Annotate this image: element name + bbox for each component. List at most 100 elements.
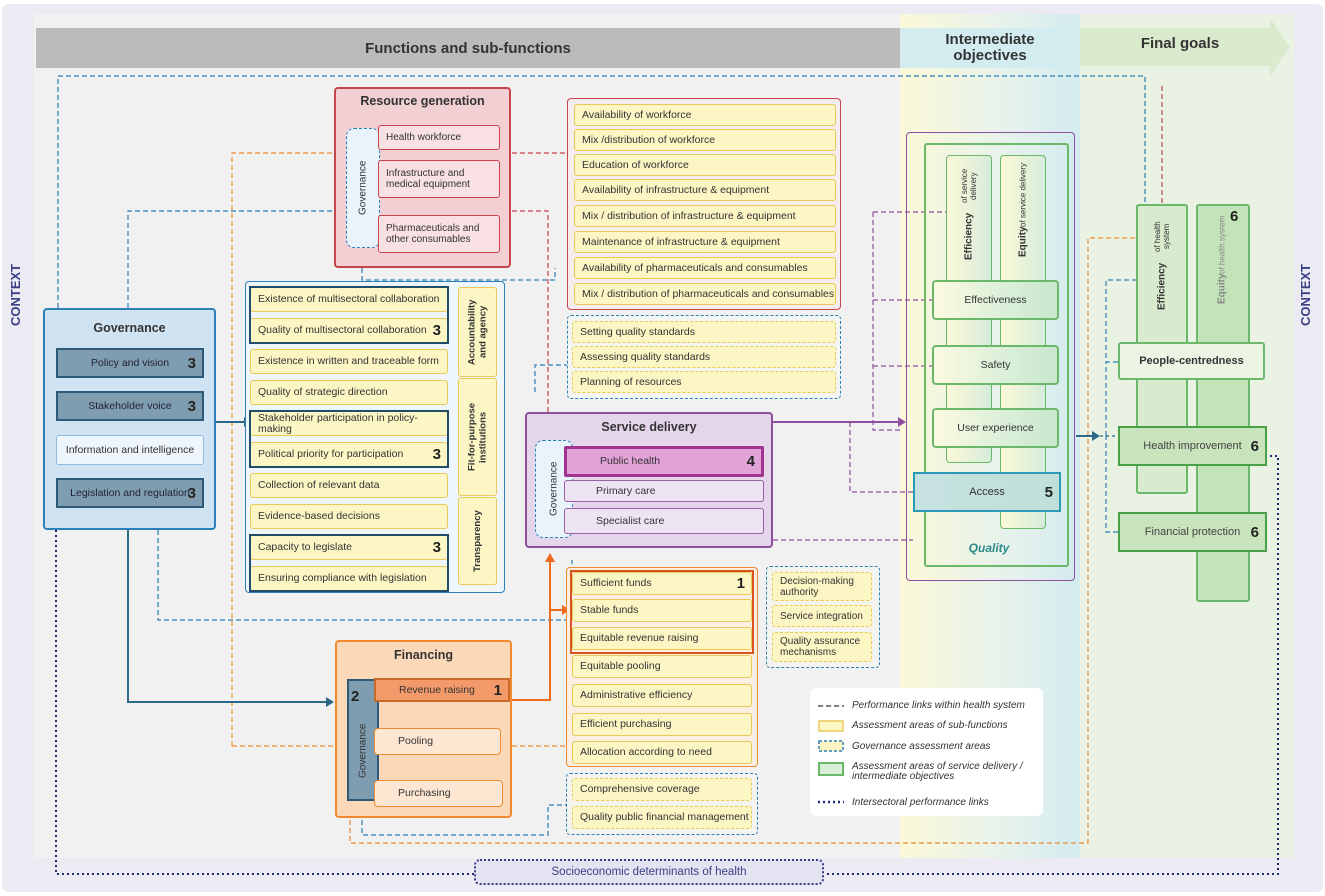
transparency-label: Transparency: [472, 510, 483, 572]
resource-area-item[interactable]: Availability of pharmaceuticals and cons…: [574, 257, 836, 279]
gov-area-label: Stakeholder participation in policy-maki…: [258, 411, 418, 435]
service-gov-area-item[interactable]: Decision-making authority: [772, 572, 872, 601]
gov-policy-vision[interactable]: Policy and vision 3: [56, 348, 204, 378]
equity-service-column: [1000, 155, 1046, 529]
legend-performance-links: Performance links within health system: [852, 700, 1025, 711]
financing-gov-area-item[interactable]: Comprehensive coverage: [572, 778, 752, 801]
resource-area-label: Availability of pharmaceuticals and cons…: [582, 261, 808, 274]
health-improvement-num: 6: [1250, 437, 1259, 455]
service-title: Service delivery: [601, 420, 697, 434]
financing-area-item[interactable]: Efficient purchasing: [572, 713, 752, 736]
intermediate-access[interactable]: Access 5: [913, 472, 1061, 512]
gov-area-label: Quality of strategic direction: [258, 386, 388, 398]
resource-area-item[interactable]: Maintenance of infrastructure & equipmen…: [574, 231, 836, 253]
gov-group-outline: [249, 534, 449, 592]
final-people-centredness[interactable]: People-centredness: [1118, 342, 1265, 380]
resource-area-label: Maintenance of infrastructure & equipmen…: [582, 235, 780, 248]
gov-group-outline: [249, 286, 449, 344]
transparency-box[interactable]: [458, 497, 497, 585]
service-gov-area-label: Service integration: [780, 610, 863, 622]
financing-area-item[interactable]: Equitable revenue raising: [572, 627, 752, 650]
intermediate-item-label: User experience: [957, 422, 1034, 434]
service-gov-area-item[interactable]: Service integration: [772, 605, 872, 627]
gov-information-intelligence-label: Information and intelligence: [65, 443, 195, 456]
equity-service-title: Equity: [1017, 226, 1029, 258]
gov-area-item[interactable]: Collection of relevant data: [250, 473, 448, 498]
financing-area-item[interactable]: Stable funds: [572, 599, 752, 622]
resource-area-item[interactable]: Mix / distribution of infrastructure & e…: [574, 205, 836, 227]
resource-health-workforce[interactable]: Health workforce: [378, 125, 500, 150]
legend-service-delivery-areas: Assessment areas of service delivery / i…: [852, 761, 1023, 782]
socioeconomic-label: Socioeconomic determinants of health: [551, 866, 747, 878]
financing-area-label: Equitable revenue raising: [580, 632, 699, 644]
resource-area-label: Mix / distribution of pharmaceuticals an…: [582, 287, 835, 300]
financing-area-label: Administrative efficiency: [580, 689, 693, 701]
resource-infrastructure[interactable]: Infrastructure and medical equipment: [378, 160, 500, 198]
efficiency-service-label: Efficiency of service delivery: [950, 160, 988, 260]
service-gov-area-label: Decision-making authority: [780, 575, 854, 598]
financing-purchasing[interactable]: Purchasing: [374, 780, 503, 807]
fit-for-purpose-box[interactable]: [458, 378, 497, 496]
financing-area-item[interactable]: Allocation according to need: [572, 741, 752, 764]
quality-label: Quality: [968, 541, 1010, 555]
resource-gov-area-item[interactable]: Planning of resources: [572, 371, 836, 393]
service-gov-area-item[interactable]: Quality assurance mechanisms: [772, 632, 872, 662]
fit-for-purpose-label: Fit-for-purpose institutions: [466, 402, 489, 472]
gov-information-intelligence[interactable]: Information and intelligence: [56, 435, 204, 465]
resource-area-item[interactable]: Education of workforce: [574, 154, 836, 176]
equity-system-title: Equity: [1216, 273, 1228, 305]
final-financial-protection[interactable]: Financial protection 6: [1118, 512, 1267, 552]
health-improvement-label: Health improvement: [1143, 440, 1242, 452]
gov-legislation-regulation[interactable]: Legislation and regulation 3: [56, 478, 204, 508]
service-specialist-care[interactable]: Specialist care: [564, 508, 764, 534]
header-final-arrow: [1080, 18, 1290, 76]
financing-gov-area-item[interactable]: Quality public financial management: [572, 806, 752, 829]
intermediate-safety[interactable]: Safety: [932, 345, 1059, 385]
final-health-improvement[interactable]: Health improvement 6: [1118, 426, 1267, 466]
resource-area-item[interactable]: Mix / distribution of pharmaceuticals an…: [574, 283, 836, 305]
service-item-label: Specialist care: [596, 514, 665, 527]
gov-area-item[interactable]: Stakeholder participation in policy-maki…: [250, 411, 448, 436]
gov-area-item[interactable]: Evidence-based decisions: [250, 504, 448, 529]
resource-area-label: Availability of workforce: [582, 108, 692, 121]
resource-area-item[interactable]: Availability of infrastructure & equipme…: [574, 179, 836, 201]
financing-item-label: Pooling: [398, 735, 434, 747]
gov-area-item[interactable]: Quality of strategic direction: [250, 380, 448, 405]
resource-gov-area-item[interactable]: Assessing quality standards: [572, 346, 836, 368]
socioeconomic-box[interactable]: Socioeconomic determinants of health: [474, 859, 824, 885]
resource-item-label: Pharmaceuticals and other consumables: [386, 223, 480, 245]
legend-governance-areas: Governance assessment areas: [852, 741, 991, 752]
resource-gov-area-item[interactable]: Setting quality standards: [572, 321, 836, 343]
resource-pharmaceuticals[interactable]: Pharmaceuticals and other consumables: [378, 215, 500, 253]
financing-area-item[interactable]: Equitable pooling: [572, 655, 752, 678]
resource-title: Resource generation: [360, 94, 485, 108]
legend-intersectoral: Intersectoral performance links: [852, 797, 989, 808]
gov-stakeholder-voice-num: 3: [187, 397, 196, 415]
resource-area-item[interactable]: Mix /distribution of workforce: [574, 129, 836, 151]
gov-stakeholder-voice[interactable]: Stakeholder voice 3: [56, 391, 204, 421]
intermediate-item-label: Safety: [980, 359, 1011, 371]
intermediate-effectiveness[interactable]: Effectiveness: [932, 280, 1059, 320]
gov-area-label: Existence of multisectoral collaboration: [258, 293, 440, 305]
service-item-num: 4: [746, 453, 755, 470]
efficiency-service-sub: of service delivery: [960, 169, 978, 204]
intermediate-user-experience[interactable]: User experience: [932, 408, 1059, 448]
legend-assessment-areas: Assessment areas of sub-functions: [852, 720, 1008, 731]
financing-area-item[interactable]: Administrative efficiency: [572, 684, 752, 707]
gov-area-label: Quality of multisectoral collaboration: [258, 324, 427, 336]
financing-pooling[interactable]: Pooling: [374, 728, 501, 755]
resource-area-item[interactable]: Availability of workforce: [574, 104, 836, 126]
service-item-label: Primary care: [596, 484, 656, 497]
accountability-box[interactable]: [458, 287, 497, 377]
gov-area-item[interactable]: Existence in written and traceable form: [250, 349, 448, 374]
service-primary-care[interactable]: Primary care: [564, 480, 764, 502]
access-num: 5: [1044, 483, 1053, 501]
header-functions: Functions and sub-functions: [36, 28, 900, 68]
resource-item-label: Health workforce: [386, 132, 462, 143]
header-intermediate-label: Intermediate objectives: [945, 31, 1035, 64]
